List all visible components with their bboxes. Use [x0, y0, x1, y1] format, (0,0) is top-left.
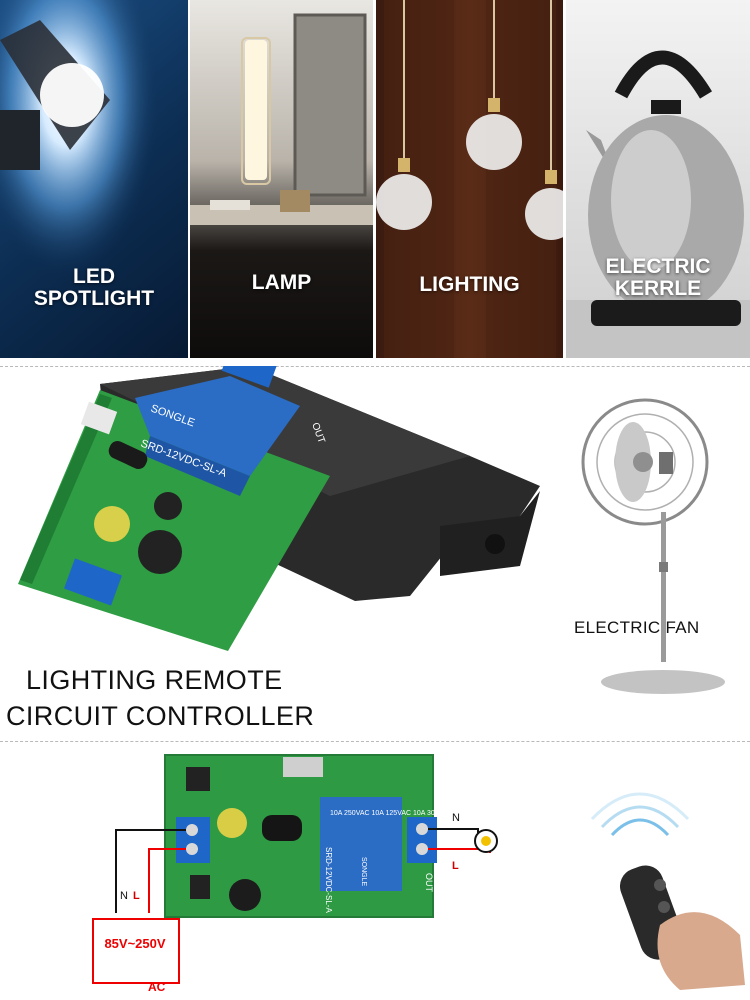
antenna-coil — [262, 815, 302, 841]
panel-label-electric-kettle: ELECTRIC KERRLE — [605, 255, 711, 300]
input-terminal — [64, 558, 122, 606]
panel-label-lighting: LIGHTING — [419, 273, 520, 296]
live-label: L — [133, 890, 140, 902]
relay — [320, 797, 402, 891]
capacitor — [229, 879, 261, 911]
remote-control-illustration — [590, 792, 745, 990]
lamp-illustration — [190, 13, 373, 225]
capacitor — [154, 492, 182, 520]
input-terminal — [176, 817, 210, 863]
relay-model: SRD-12VDC-SL-A — [324, 847, 333, 913]
electric-fan-label: ELECTRIC FAN — [574, 618, 700, 637]
neutral-label-out: N — [452, 812, 460, 824]
section-divider — [0, 741, 750, 742]
spotlight-illustration — [0, 0, 188, 358]
antenna-coil — [108, 441, 148, 469]
application-panels: LED SPOTLIGHT LAMP LIGHTING — [0, 0, 750, 358]
neutral-wire — [115, 829, 186, 913]
relay-brand: SONGLE — [360, 857, 367, 887]
panel-electric-kettle: ELECTRIC KERRLE — [566, 0, 750, 358]
ac-label: AC — [148, 980, 166, 994]
controller-product-illustration: SONGLE SRD-12VDC-SL-A OUT — [18, 366, 540, 651]
panel-lighting: LIGHTING — [376, 0, 563, 358]
out-label: OUT — [424, 873, 434, 893]
panel-label-led-spotlight: LED SPOTLIGHT — [33, 265, 155, 310]
relay — [135, 376, 300, 496]
live-label-out: L — [452, 860, 459, 872]
product-title-line-1: LIGHTING REMOTE — [26, 665, 283, 695]
pendant-lights-illustration — [376, 0, 563, 358]
live-wire — [148, 848, 186, 913]
product-title-line-2: CIRCUIT CONTROLLER — [6, 701, 315, 731]
panel-label-lamp: LAMP — [251, 271, 312, 294]
section-divider — [0, 366, 750, 367]
product-title: LIGHTING REMOTE CIRCUIT CONTROLLER — [6, 662, 314, 734]
panel-led-spotlight: LED SPOTLIGHT — [0, 0, 188, 358]
neutral-label: N — [120, 890, 128, 902]
relay-rating: 10A 250VAC 10A 125VAC 10A 30VDC 10A 28VD… — [330, 810, 488, 817]
output-terminal — [221, 366, 280, 388]
voltage-label: 85V~250V — [104, 936, 166, 951]
capacitor — [94, 506, 130, 542]
capacitor — [138, 530, 182, 574]
crystal — [80, 401, 118, 435]
wiring-diagram: 10A 250VAC 10A 125VAC 10A 30VDC 10A 28VD… — [106, 754, 745, 990]
standing-fan-illustration — [581, 398, 725, 694]
power-source-box — [92, 918, 180, 984]
panel-lamp: LAMP — [190, 0, 373, 358]
capacitor — [217, 808, 247, 838]
kettle-illustration — [566, 50, 750, 358]
